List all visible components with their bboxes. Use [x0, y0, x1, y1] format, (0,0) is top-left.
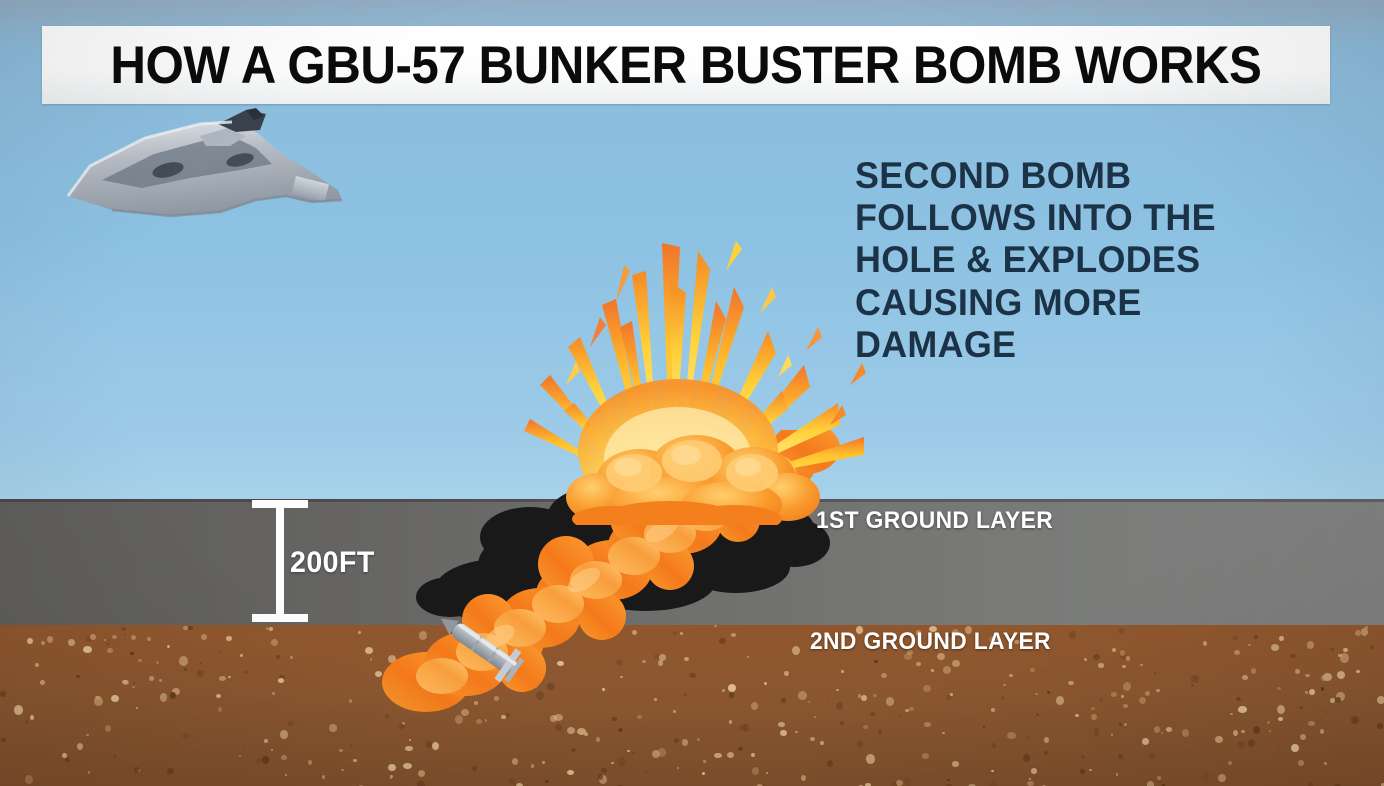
second-ground-layer [0, 625, 1384, 786]
dimension-bottom-cap [252, 614, 308, 622]
gbu-57-bomb-icon [425, 605, 545, 695]
first-ground-layer-label: 1ST GROUND LAYER [816, 507, 1054, 534]
callout-line-2: FOLLOWS INTO THE [855, 197, 1216, 239]
title-banner: HOW A GBU-57 BUNKER BUSTER BOMB WORKS [42, 26, 1330, 104]
page-title: HOW A GBU-57 BUNKER BUSTER BOMB WORKS [110, 35, 1262, 95]
callout-text-block: SECOND BOMB FOLLOWS INTO THE HOLE & EXPL… [855, 155, 1311, 366]
depth-dimension-marker [252, 500, 308, 622]
depth-measurement-label: 200FT [290, 546, 375, 579]
second-ground-layer-label: 2ND GROUND LAYER [810, 628, 1051, 655]
dimension-bar [276, 500, 284, 622]
b2-stealth-bomber-icon [50, 108, 350, 228]
callout-line-3: HOLE & EXPLODES [855, 239, 1201, 281]
callout-line-1: SECOND BOMB [855, 155, 1132, 196]
callout-line-4: CAUSING MORE [855, 281, 1142, 323]
callout-line-5: DAMAGE [855, 323, 1017, 365]
surface-explosion [520, 235, 890, 533]
